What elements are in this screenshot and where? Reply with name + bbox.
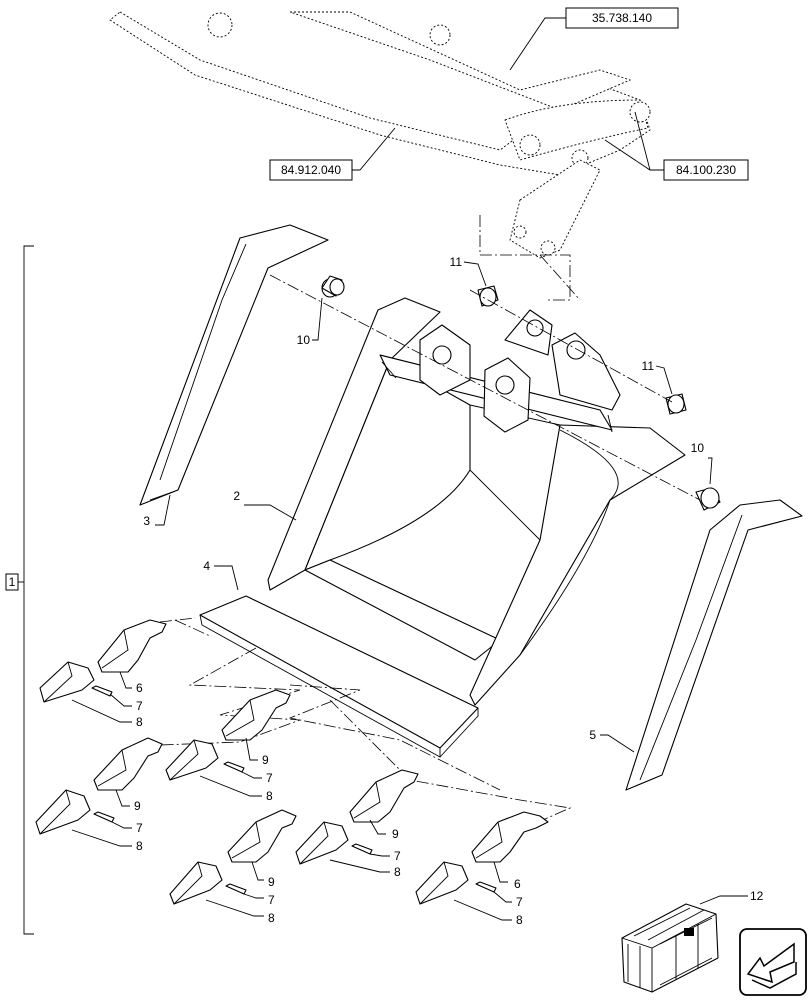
back-arrow-icon[interactable] — [739, 928, 807, 996]
cutting-edge[interactable]: 4 — [199, 559, 479, 758]
tooth-group-2[interactable]: 9 7 8 — [165, 689, 291, 803]
callout-10-right: 10 — [691, 441, 705, 455]
callout-5: 5 — [589, 728, 596, 742]
tooth-group-1[interactable]: 6 7 8 — [39, 619, 167, 729]
side-cutter-left[interactable]: 3 — [139, 224, 329, 528]
bushing-10-right[interactable]: 10 — [691, 441, 721, 511]
reference-arm[interactable]: 84.912.040 — [269, 127, 396, 181]
callout-12: 12 — [750, 889, 764, 903]
tooth-group-4[interactable]: 9 7 8 — [295, 769, 419, 879]
reference-linkage-label: 84.100.230 — [676, 163, 736, 177]
callout-t1-7: 7 — [136, 699, 143, 713]
callout-11-upper: 11 — [450, 255, 463, 269]
callout-t1-8: 8 — [136, 715, 143, 729]
callout-t4-8: 8 — [394, 865, 401, 879]
callout-t6-8: 8 — [516, 913, 523, 927]
alignment-lines — [159, 274, 701, 831]
bushing-11-lower[interactable]: 11 — [642, 359, 687, 415]
assembly-number: 1 — [9, 575, 16, 589]
reference-boom[interactable]: 35.738.140 — [509, 7, 679, 71]
callout-t3-7: 7 — [136, 821, 143, 835]
tooth-group-6[interactable]: 6 7 8 — [415, 811, 549, 927]
callout-t4-7: 7 — [394, 849, 401, 863]
callout-t6-7: 7 — [516, 895, 523, 909]
tooth-group-5[interactable]: 9 7 8 — [169, 809, 297, 925]
callout-t2-7: 7 — [266, 771, 273, 785]
side-cutter-right[interactable]: 5 — [589, 499, 803, 791]
callout-t3-9: 9 — [134, 799, 141, 813]
callout-11-lower: 11 — [642, 359, 655, 373]
loader-arm-phantom — [109, 11, 651, 301]
callout-t3-8: 8 — [136, 839, 143, 853]
bushing-11-upper[interactable]: 11 — [450, 255, 499, 307]
callout-t2-9: 9 — [262, 753, 269, 767]
tooth-group-3[interactable]: 9 7 8 — [35, 737, 163, 853]
callout-10-left: 10 — [297, 333, 311, 347]
callout-3: 3 — [143, 514, 150, 528]
callout-t5-7: 7 — [268, 893, 275, 907]
reference-linkage[interactable]: 84.100.230 — [604, 111, 749, 181]
callout-t5-9: 9 — [268, 875, 275, 889]
reference-arm-label: 84.912.040 — [281, 163, 341, 177]
callout-2: 2 — [233, 489, 240, 503]
callout-t4-9: 9 — [392, 827, 399, 841]
bushing-10-left[interactable]: 10 — [297, 275, 345, 347]
callout-4: 4 — [203, 559, 210, 573]
callout-t6-6: 6 — [514, 877, 521, 891]
assembly-bracket: 1 — [5, 245, 34, 935]
callout-t1-6: 6 — [136, 681, 143, 695]
callout-t5-8: 8 — [268, 911, 275, 925]
callout-t2-8: 8 — [266, 789, 273, 803]
bucket-body[interactable]: 2 — [233, 297, 686, 706]
reference-boom-label: 35.738.140 — [592, 11, 652, 25]
crate-icon: 12 — [621, 889, 764, 993]
